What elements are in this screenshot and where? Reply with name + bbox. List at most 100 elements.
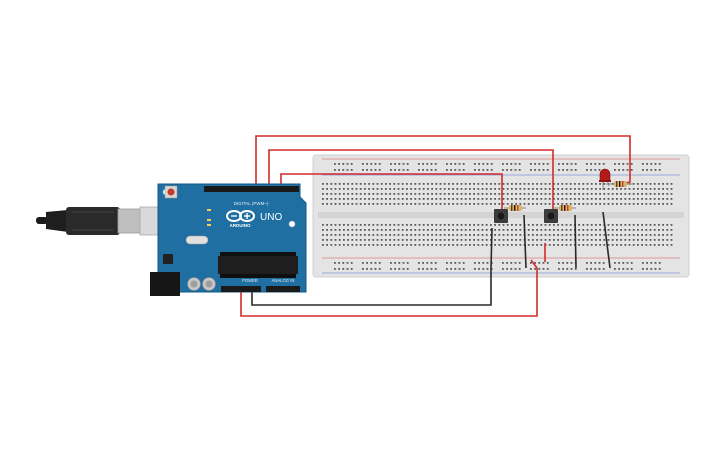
breadboard-hole bbox=[482, 262, 485, 264]
breadboard-hole bbox=[351, 229, 354, 231]
breadboard-hole bbox=[557, 188, 559, 190]
breadboard-hole bbox=[422, 188, 425, 190]
breadboard-hole bbox=[569, 244, 572, 246]
breadboard-hole bbox=[376, 224, 379, 226]
breadboard-hole bbox=[611, 234, 614, 236]
breadboard-hole bbox=[626, 169, 629, 171]
breadboard-hole bbox=[498, 203, 501, 205]
breadboard-hole bbox=[618, 268, 620, 270]
breadboard-hole bbox=[582, 234, 585, 236]
breadboard-hole bbox=[477, 193, 480, 195]
breadboard-hole bbox=[443, 229, 446, 231]
breadboard-hole bbox=[374, 163, 377, 165]
breadboard-hole bbox=[632, 229, 635, 231]
breadboard-hole bbox=[650, 169, 653, 171]
pushbutton-1[interactable] bbox=[494, 209, 508, 223]
breadboard-hole bbox=[490, 169, 493, 171]
breadboard-hole bbox=[452, 198, 454, 200]
breadboard-hole bbox=[662, 188, 664, 190]
breadboard-hole bbox=[401, 244, 404, 246]
breadboard-hole bbox=[658, 224, 660, 226]
breadboard-hole bbox=[380, 193, 383, 195]
breadboard-hole bbox=[338, 198, 341, 200]
breadboard-hole bbox=[498, 224, 501, 226]
breadboard-hole bbox=[630, 163, 633, 165]
l-led bbox=[207, 209, 211, 211]
breadboard-hole bbox=[346, 163, 349, 165]
breadboard-hole bbox=[376, 183, 379, 185]
breadboard-hole bbox=[473, 239, 475, 241]
breadboard-hole bbox=[626, 262, 629, 264]
breadboard-hole bbox=[385, 183, 387, 185]
breadboard-hole bbox=[530, 268, 532, 270]
usb-cable-tail bbox=[36, 217, 48, 224]
breadboard-hole bbox=[490, 229, 492, 231]
breadboard-hole bbox=[334, 193, 337, 195]
breadboard-hole bbox=[446, 169, 448, 171]
breadboard-hole bbox=[586, 203, 589, 205]
breadboard-hole bbox=[464, 198, 467, 200]
breadboard-hole bbox=[658, 203, 660, 205]
breadboard-hole bbox=[544, 224, 547, 226]
breadboard-hole bbox=[637, 234, 639, 236]
breadboard-hole bbox=[616, 203, 618, 205]
breadboard-hole bbox=[448, 224, 450, 226]
breadboard-hole bbox=[439, 234, 442, 236]
breadboard-hole bbox=[394, 262, 396, 264]
resistor-1[interactable] bbox=[504, 205, 526, 211]
breadboard-hole bbox=[578, 229, 580, 231]
breadboard-hole bbox=[443, 234, 446, 236]
led[interactable] bbox=[599, 168, 611, 190]
breadboard-hole bbox=[343, 229, 345, 231]
breadboard-hole bbox=[614, 163, 616, 165]
breadboard-hole bbox=[469, 229, 471, 231]
breadboard-hole bbox=[334, 262, 336, 264]
breadboard-hole bbox=[427, 224, 429, 226]
breadboard-hole bbox=[618, 169, 620, 171]
breadboard-hole bbox=[473, 198, 475, 200]
breadboard-hole bbox=[553, 239, 555, 241]
breadboard-hole bbox=[653, 229, 656, 231]
breadboard-hole bbox=[418, 239, 421, 241]
breadboard-hole bbox=[456, 198, 459, 200]
breadboard-hole bbox=[662, 224, 664, 226]
led-body bbox=[599, 168, 611, 182]
breadboard-hole bbox=[439, 229, 442, 231]
breadboard-hole bbox=[385, 244, 387, 246]
breadboard-hole bbox=[398, 268, 401, 270]
breadboard-hole bbox=[540, 229, 543, 231]
breadboard-hole bbox=[666, 193, 669, 195]
breadboard-hole bbox=[578, 193, 580, 195]
breadboard-hole bbox=[598, 268, 601, 270]
breadboard-hole bbox=[355, 203, 358, 205]
breadboard-hole bbox=[586, 163, 588, 165]
resistor-2[interactable] bbox=[554, 205, 576, 211]
breadboard-hole bbox=[532, 234, 534, 236]
breadboard-hole bbox=[616, 239, 618, 241]
breadboard-hole bbox=[616, 234, 618, 236]
breadboard-hole bbox=[630, 268, 633, 270]
breadboard-hole bbox=[435, 224, 438, 226]
resistor-2-band bbox=[561, 205, 563, 211]
breadboard-hole bbox=[662, 183, 664, 185]
breadboard-hole bbox=[562, 163, 564, 165]
breadboard-hole bbox=[343, 244, 345, 246]
breadboard-hole bbox=[582, 198, 585, 200]
breadboard-hole bbox=[460, 224, 463, 226]
breadboard-hole bbox=[448, 239, 450, 241]
breadboard-hole bbox=[650, 262, 653, 264]
breadboard-hole bbox=[578, 188, 580, 190]
breadboard-hole bbox=[422, 163, 424, 165]
breadboard-hole bbox=[590, 203, 593, 205]
breadboard-hole bbox=[626, 163, 629, 165]
breadboard-hole bbox=[590, 193, 593, 195]
breadboard-hole bbox=[548, 234, 551, 236]
pushbutton-2[interactable] bbox=[544, 209, 558, 223]
arduino-uno[interactable]: DIGITAL (PWM~) UNO ARDUINO bbox=[150, 183, 307, 296]
breadboard-hole bbox=[330, 188, 333, 190]
breadboard-hole bbox=[653, 234, 656, 236]
resistor-3[interactable] bbox=[606, 181, 634, 187]
breadboard-hole bbox=[434, 169, 437, 171]
breadboard-hole bbox=[603, 229, 606, 231]
